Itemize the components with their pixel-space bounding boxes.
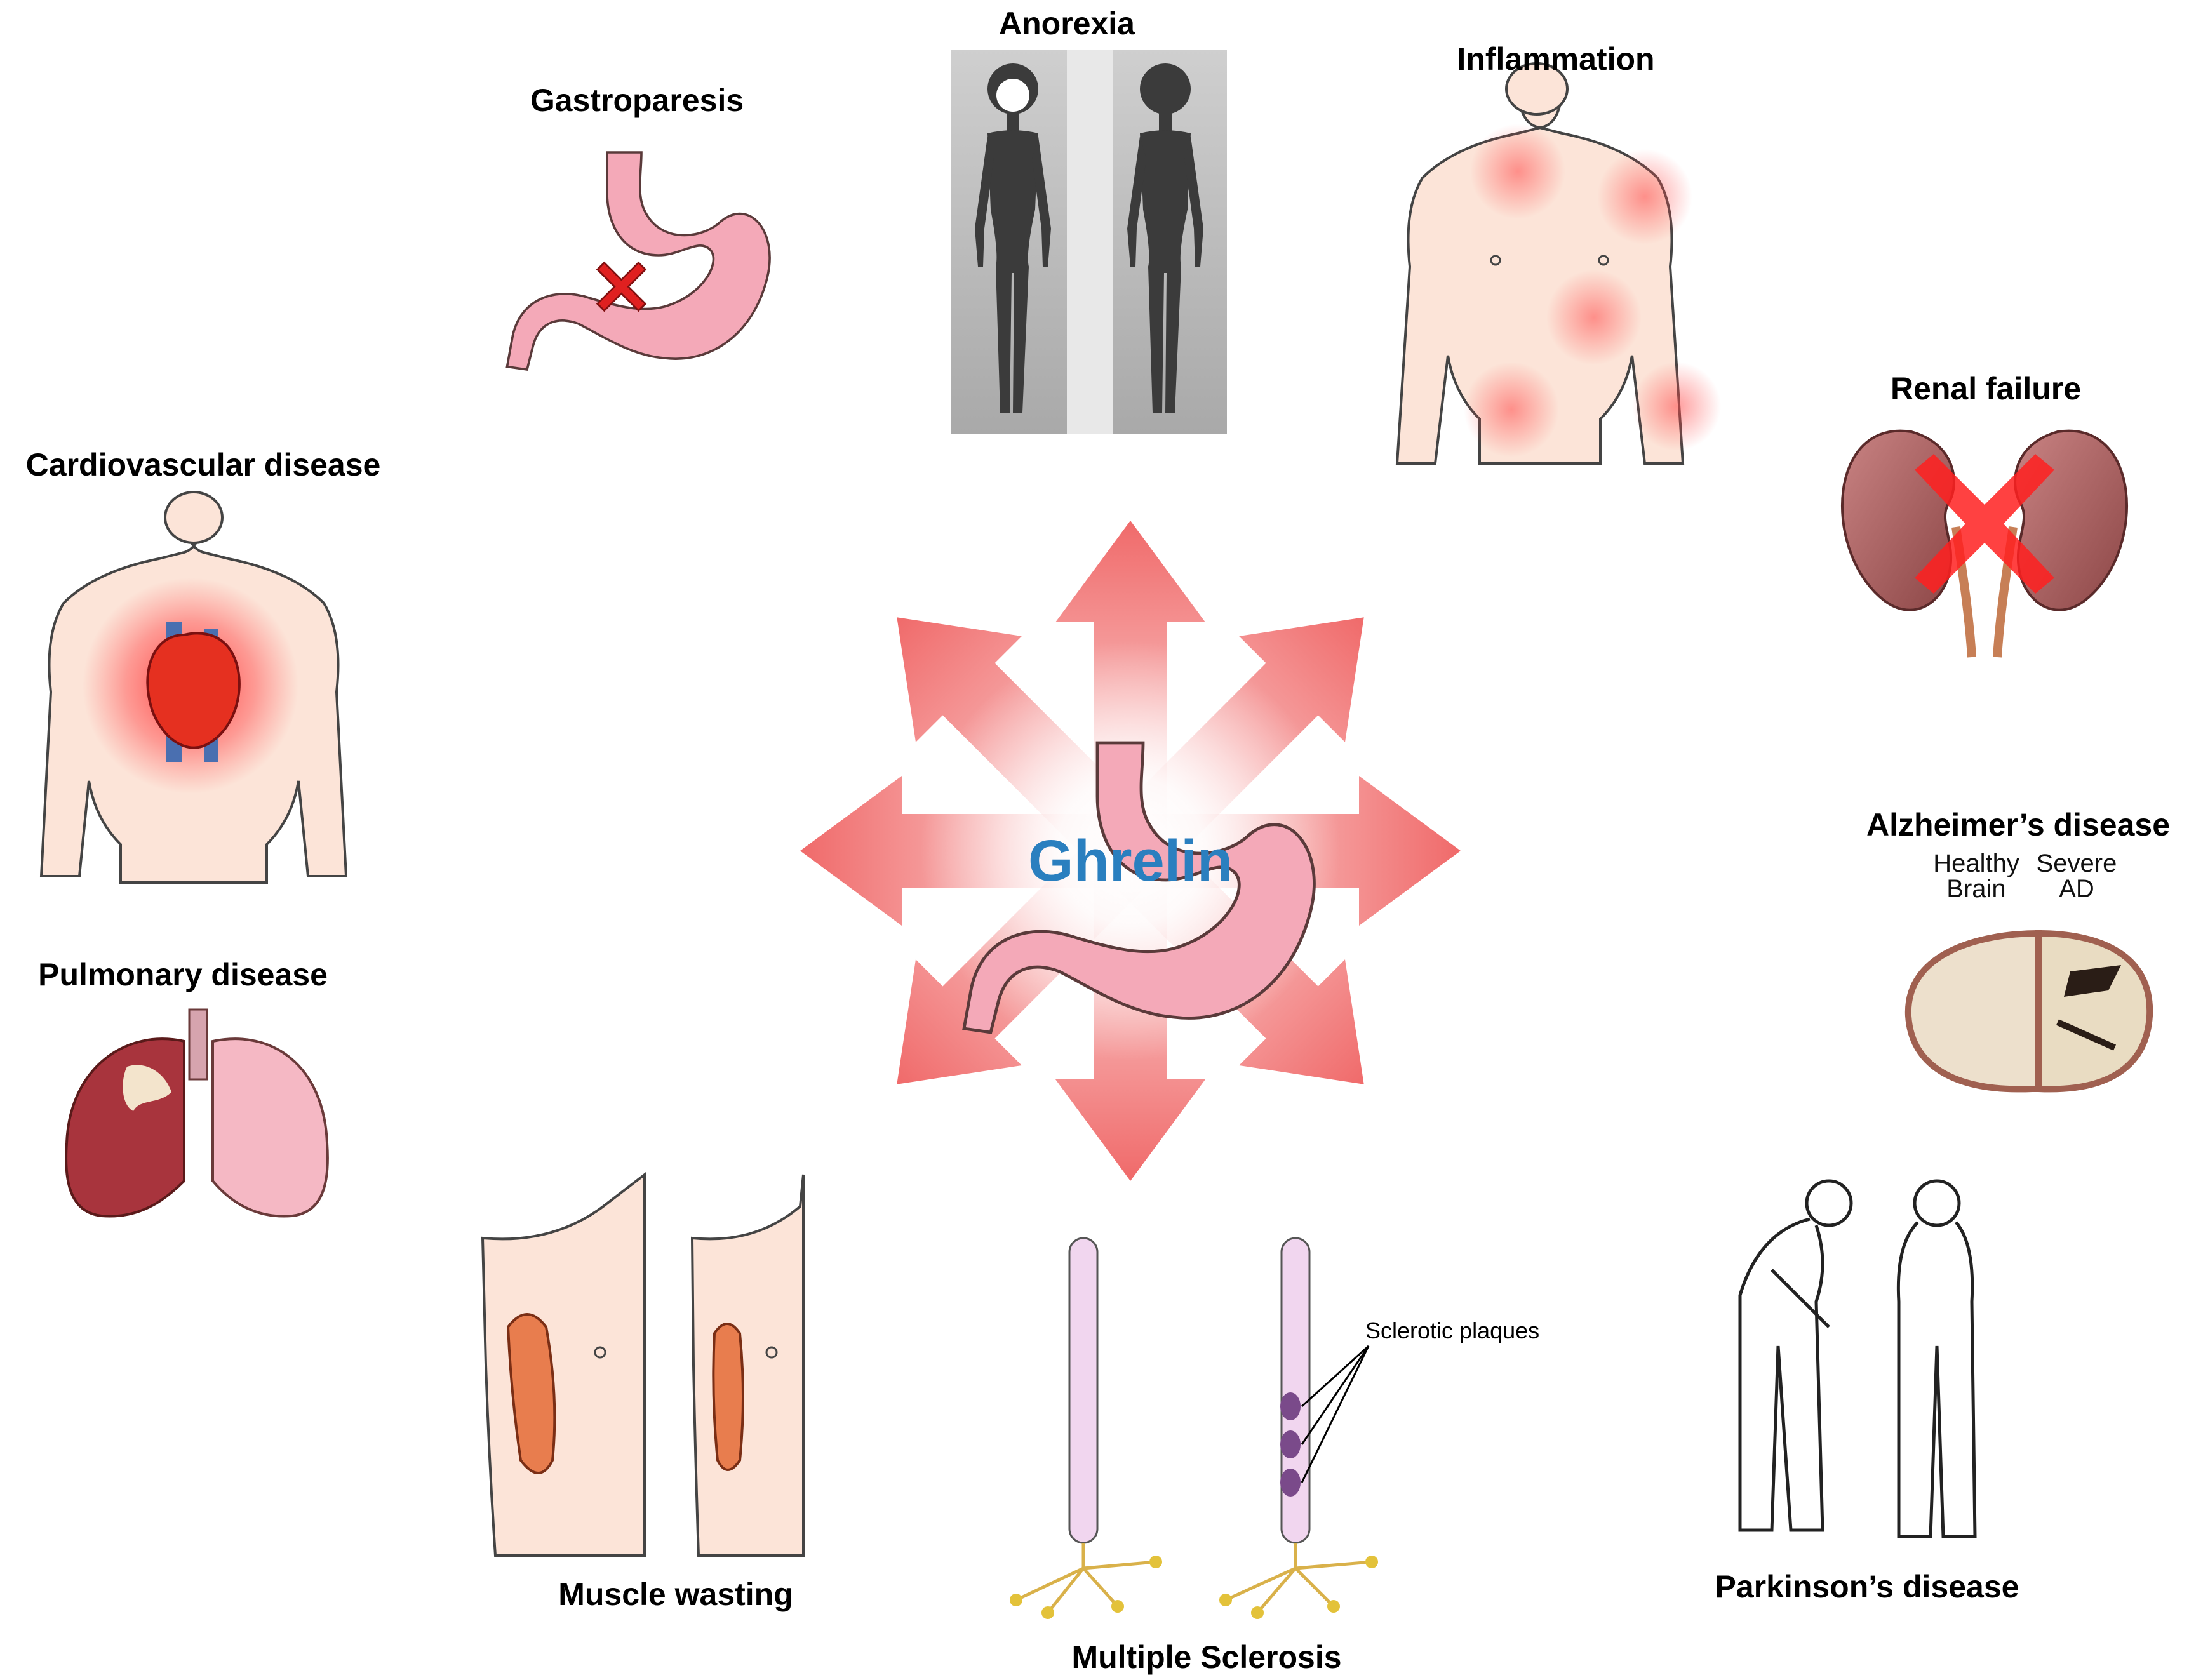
- anorexia-label: Anorexia: [999, 6, 1135, 41]
- heart-torso-icon: [39, 491, 348, 884]
- stooped-figure-icon: [1738, 1179, 1977, 1538]
- neuron-axon-icon: [1010, 1237, 1378, 1619]
- healthy-brain-label: Healthy Brain: [1933, 850, 2019, 903]
- sclerotic-plaques-label: Sclerotic plaques: [1365, 1317, 1540, 1343]
- muscle-wasting-label: Muscle wasting: [558, 1577, 793, 1612]
- pulmonary-label: Pulmonary disease: [38, 957, 328, 992]
- bicep-muscle-icon: [481, 1171, 805, 1557]
- severe-ad-label: Severe AD: [2036, 850, 2117, 903]
- renal-failure-label: Renal failure: [1890, 371, 2082, 406]
- alzheimers-label: Alzheimer’s disease: [1866, 807, 2171, 843]
- inflammation-label: Inflammation: [1457, 41, 1655, 77]
- kidney-failure-icon: [1841, 429, 2128, 658]
- multiple-sclerosis-label: Multiple Sclerosis: [1071, 1639, 1342, 1675]
- emaciated-figure-icon: [951, 50, 1227, 434]
- ghrelin-label: Ghrelin: [1028, 829, 1233, 893]
- stomach-block-icon: [505, 151, 771, 371]
- parkinsons-label: Parkinson’s disease: [1715, 1569, 2019, 1604]
- inflamed-torso-icon: [1395, 62, 1721, 465]
- brain-section-icon: [1904, 930, 2153, 1093]
- cardiovascular-label: Cardiovascular disease: [25, 447, 381, 483]
- lungs-icon: [65, 1008, 329, 1218]
- gastroparesis-label: Gastroparesis: [530, 83, 744, 118]
